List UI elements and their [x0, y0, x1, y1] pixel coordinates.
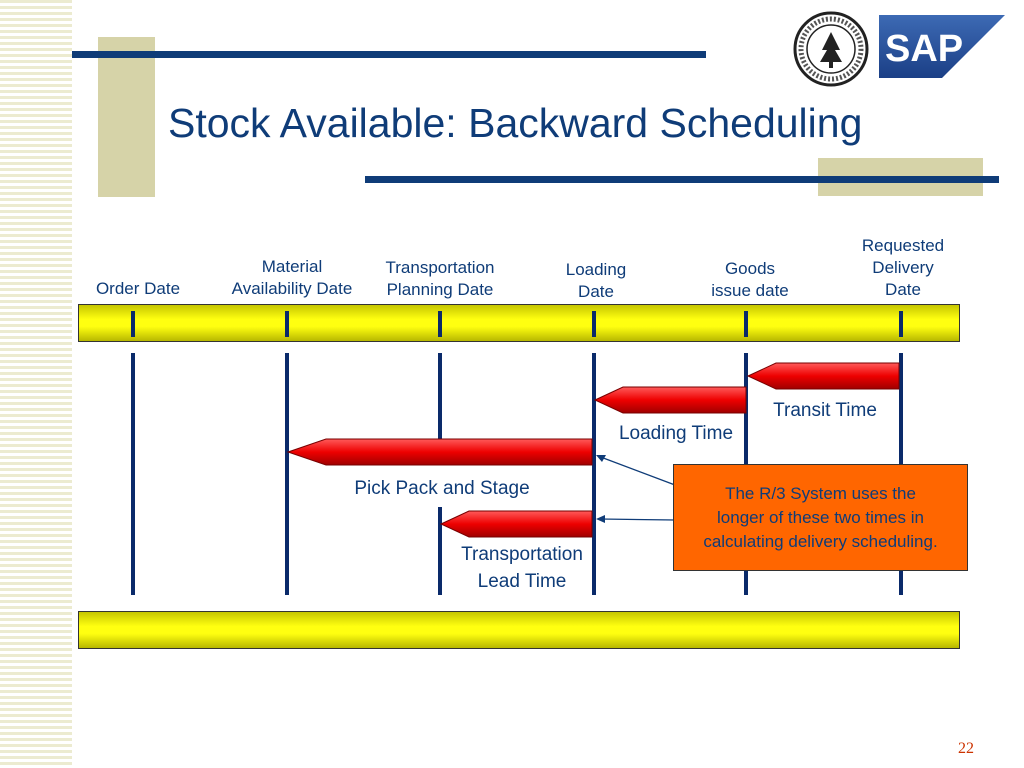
milestone-material-availability-date: Material Availability Date: [231, 257, 353, 298]
header-accent-line-bottom: [365, 176, 999, 183]
milestone-goods-issue-date: Goods issue date: [711, 259, 789, 300]
vline-order-date: [131, 353, 135, 595]
decorative-stripes: [0, 0, 72, 768]
milestone-transportation-planning-date: Transportation Planning Date: [385, 258, 495, 299]
header-accent-line-top: [72, 51, 706, 58]
timeline-bar-top: [78, 304, 960, 342]
label-transit-time: Transit Time: [773, 400, 877, 421]
arrow-loading-time: [593, 386, 747, 414]
vline-loading-date: [592, 353, 596, 595]
milestone-order-date: Order Date: [95, 279, 181, 298]
university-seal-logo: [793, 11, 869, 87]
vline-transportation-planning-bottom: [438, 507, 442, 595]
arrow-pick-pack-stage: [286, 438, 593, 466]
timeline-bar-bottom: [78, 611, 960, 649]
milestone-loading-date: Loading Date: [565, 260, 627, 301]
page-title: Stock Available: Backward Scheduling: [168, 100, 863, 146]
tick-requested-delivery: [899, 311, 903, 337]
header-accent-block-left: [98, 37, 155, 197]
connector-line-pick-pack: [597, 455, 676, 486]
label-loading-time: Loading Time: [618, 423, 734, 444]
tick-loading-date: [592, 311, 596, 337]
milestone-requested-delivery-date: Requested Delivery Date: [861, 236, 945, 299]
tick-material-availability: [285, 311, 289, 337]
sap-logo-text: SAP: [885, 28, 963, 70]
label-pick-pack-stage: Pick Pack and Stage: [354, 478, 530, 499]
arrow-transportation-lead-time: [439, 510, 593, 538]
sap-logo: SAP: [879, 15, 1005, 78]
connector-line-transportation: [599, 518, 676, 521]
arrow-transit-time: [746, 362, 900, 390]
vline-transportation-planning-top: [438, 353, 442, 441]
tick-order-date: [131, 311, 135, 337]
tick-transportation-planning: [438, 311, 442, 337]
label-transportation-lead-time: Transportation Lead Time: [461, 544, 583, 592]
connector-arrowhead-pick-pack: [596, 455, 606, 462]
page-number: 22: [958, 740, 974, 757]
scheduling-note-box: The R/3 System uses the longer of these …: [673, 464, 968, 571]
connector-arrowhead-transportation: [596, 515, 605, 523]
vline-material-availability: [285, 353, 289, 595]
tick-goods-issue: [744, 311, 748, 337]
